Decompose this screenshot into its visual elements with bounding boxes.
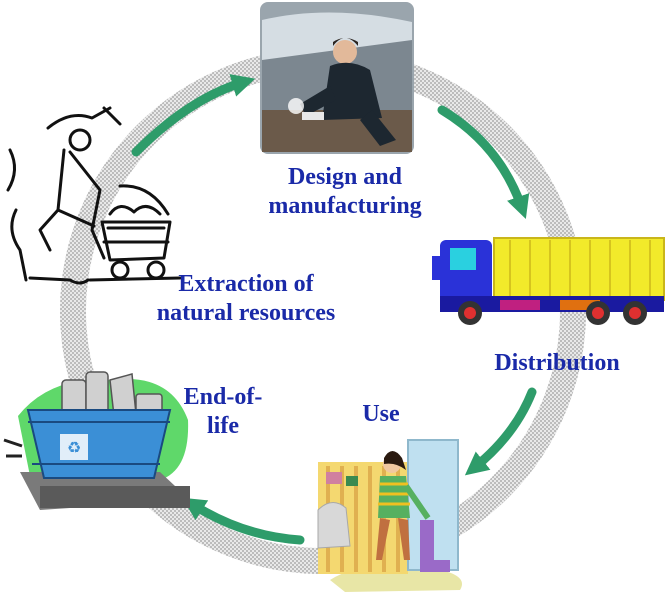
recycle-bin-icon: ♻ [3, 371, 190, 510]
label-design-manufacturing: Design and manufacturing [245, 163, 445, 221]
arrow-distribution-to-use [464, 387, 537, 476]
label-design-line1: Design and [287, 164, 403, 190]
recycle-symbol-icon: ♻ [67, 438, 81, 457]
label-extraction: Extraction of natural resources [132, 270, 360, 328]
label-extraction-line2: natural resources [156, 300, 336, 326]
label-extraction-line1: Extraction of [178, 271, 314, 297]
arrow-use-to-endoflife [182, 497, 305, 545]
cycle-arrows [131, 74, 537, 545]
label-design-line2: manufacturing [268, 193, 422, 219]
label-end-of-life: End-of- life [168, 383, 278, 441]
arrow-design-to-distribution [437, 105, 530, 220]
miner-icon [6, 106, 182, 285]
vacuum-person-icon [317, 439, 462, 592]
label-use: Use [350, 400, 412, 429]
label-distribution: Distribution [478, 349, 636, 378]
truck-icon [432, 237, 665, 325]
label-distribution-line1: Distribution [494, 350, 620, 376]
label-use-line1: Use [362, 401, 400, 427]
arrow-extraction-to-design [131, 74, 256, 157]
factory-worker-photo [260, 2, 414, 154]
label-eol-line1: End-of- [183, 384, 263, 410]
label-eol-line2: life [207, 413, 239, 439]
